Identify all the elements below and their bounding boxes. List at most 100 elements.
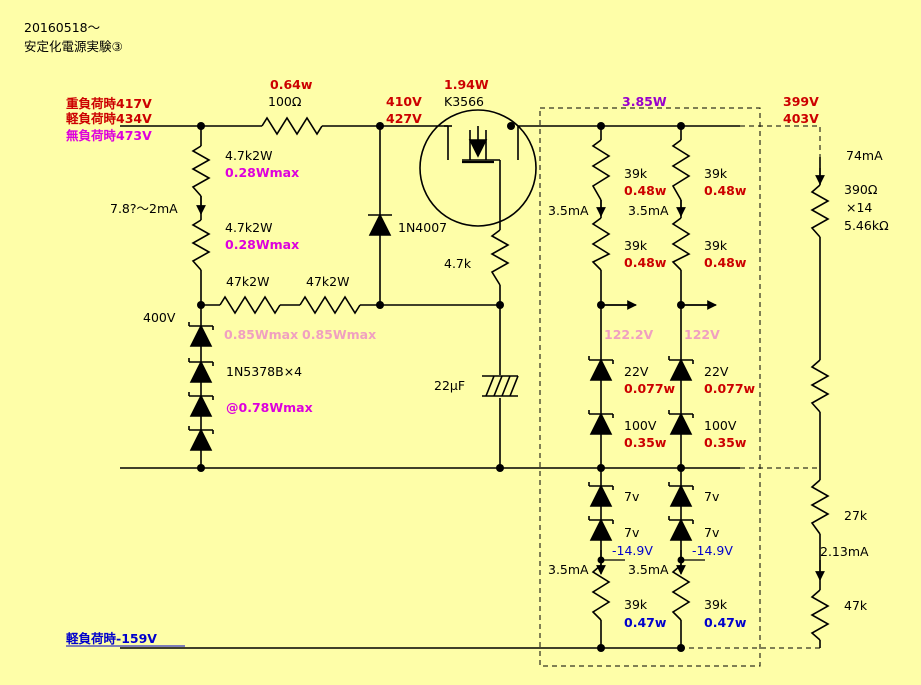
title-name: 安定化電源実験③ <box>24 39 123 54</box>
ch2-r-mid: 39k <box>704 238 728 253</box>
input-light-label: 軽負荷時434V <box>66 111 152 126</box>
load-total: 5.46kΩ <box>844 218 889 233</box>
r47k-mid-power: 0.28Wmax <box>225 237 299 252</box>
ch1-z1-power: 0.077w <box>624 381 676 396</box>
ch2-z2-power: 0.35w <box>704 435 747 450</box>
ch2-r-bot: 39k <box>704 597 728 612</box>
dashed-enclosure <box>539 107 761 667</box>
ch2-zener-7v-b <box>668 516 694 541</box>
ch2-zener-100v <box>668 410 694 435</box>
ch1-z2-power: 0.35w <box>624 435 667 450</box>
ch2-resistor-bot <box>671 564 691 621</box>
ch2-zener-22v <box>668 356 694 381</box>
zener-1 <box>188 322 214 347</box>
zener-stack-voltage: 400V <box>143 310 176 325</box>
r47k2w-a-power: 0.85Wmax <box>224 327 298 342</box>
resistors <box>191 116 830 641</box>
input-neg-label: 軽負荷時-159V <box>66 631 157 646</box>
ch1-z3: 7v <box>624 489 640 504</box>
zener-3 <box>188 392 214 417</box>
ch1-zener-7v-b <box>588 516 614 541</box>
zener-4 <box>188 426 214 451</box>
resistor-47k-a <box>219 295 281 315</box>
out-v1: 399V <box>783 94 819 109</box>
r47k2w-a-value: 47k2W <box>226 274 269 289</box>
r47k-mid-value: 4.7k2W <box>225 220 272 235</box>
mosfet-v-light: 427V <box>386 111 422 126</box>
resistor-100ohm <box>261 116 323 136</box>
ch1-r-mid-power: 0.48w <box>624 255 667 270</box>
ch2-z1: 22V <box>704 364 729 379</box>
ch1-z1: 22V <box>624 364 649 379</box>
dashed-wires <box>680 125 821 649</box>
gate-resistor-value: 4.7k <box>444 256 472 271</box>
load-count: ×14 <box>846 200 872 215</box>
ch2-z4: 7v <box>704 525 720 540</box>
r100-value: 100Ω <box>268 94 302 109</box>
box-power: 3.85W <box>622 94 667 109</box>
title-date: 20160518～ <box>24 20 100 35</box>
load-current: 74mA <box>846 148 883 163</box>
resistor-47k-b <box>299 295 361 315</box>
mosfet-power: 1.94W <box>444 77 489 92</box>
ch1-r-top: 39k <box>624 166 648 181</box>
ch1-z2: 100V <box>624 418 657 433</box>
capacitor-value: 22μF <box>434 378 465 393</box>
ch1-zener-22v <box>588 356 614 381</box>
resistor-47k-bleeder <box>810 589 830 641</box>
mosfet-k3566 <box>419 109 537 227</box>
bleeder-current: 2.13mA <box>820 544 869 559</box>
ch2-z3: 7v <box>704 489 720 504</box>
r47k-top-power: 0.28Wmax <box>225 165 299 180</box>
ch2-current-top: 3.5mA <box>628 203 669 218</box>
ch2-r-bot-power: 0.47w <box>704 615 747 630</box>
ch1-r-bot-power: 0.47w <box>624 615 667 630</box>
ch2-current-bot: 3.5mA <box>628 562 669 577</box>
ch1-r-top-power: 0.48w <box>624 183 667 198</box>
ch1-zener-7v-a <box>588 482 614 507</box>
load-resistor-390ohm <box>810 184 830 238</box>
r100-power: 0.64w <box>270 77 313 92</box>
diode-1n4007 <box>368 213 392 236</box>
current-arrows <box>196 168 825 581</box>
ch2-tap-voltage: 122V <box>684 327 720 342</box>
ch2-resistor-mid <box>671 217 691 271</box>
ch2-z2: 100V <box>704 418 737 433</box>
ch2-resistor-top <box>671 139 691 201</box>
diodes <box>188 213 694 541</box>
ch1-resistor-mid <box>591 217 611 271</box>
ch1-z4: 7v <box>624 525 640 540</box>
out-v2: 403V <box>783 111 819 126</box>
ch2-z1-power: 0.077w <box>704 381 756 396</box>
junction-dots <box>197 122 685 652</box>
ch1-r-mid: 39k <box>624 238 648 253</box>
r47k2w-b-value: 47k2W <box>306 274 349 289</box>
bleeder-47k: 47k <box>844 598 868 613</box>
ch1-neg-voltage: -14.9V <box>612 543 653 558</box>
bleeder-27k: 27k <box>844 508 868 523</box>
ch2-neg-voltage: -14.9V <box>692 543 733 558</box>
input-heavy-label: 重負荷時417V <box>66 96 152 111</box>
zener-2 <box>188 358 214 383</box>
resistor-4k7-mid <box>191 219 211 271</box>
resistor-gate-4k7 <box>490 229 510 286</box>
ch1-tap-voltage: 122.2V <box>604 327 654 342</box>
ch1-resistor-bot <box>591 564 611 621</box>
zener-stack-part: 1N5378B×4 <box>226 364 302 379</box>
current-range: 7.8?～2mA <box>110 201 178 216</box>
mosfet-part: K3566 <box>444 94 484 109</box>
resistor-4k7-top <box>191 145 211 197</box>
ch1-current-top: 3.5mA <box>548 203 589 218</box>
ch2-zener-7v-a <box>668 482 694 507</box>
mosfet-v-heavy: 410V <box>386 94 422 109</box>
ch1-zener-100v <box>588 410 614 435</box>
input-none-label: 無負荷時473V <box>66 128 152 143</box>
ch1-r-bot: 39k <box>624 597 648 612</box>
ch2-r-top: 39k <box>704 166 728 181</box>
ch2-r-mid-power: 0.48w <box>704 255 747 270</box>
load-resistor: 390Ω <box>844 182 878 197</box>
load-resistor-mid <box>810 359 830 413</box>
ch1-resistor-top <box>591 139 611 201</box>
